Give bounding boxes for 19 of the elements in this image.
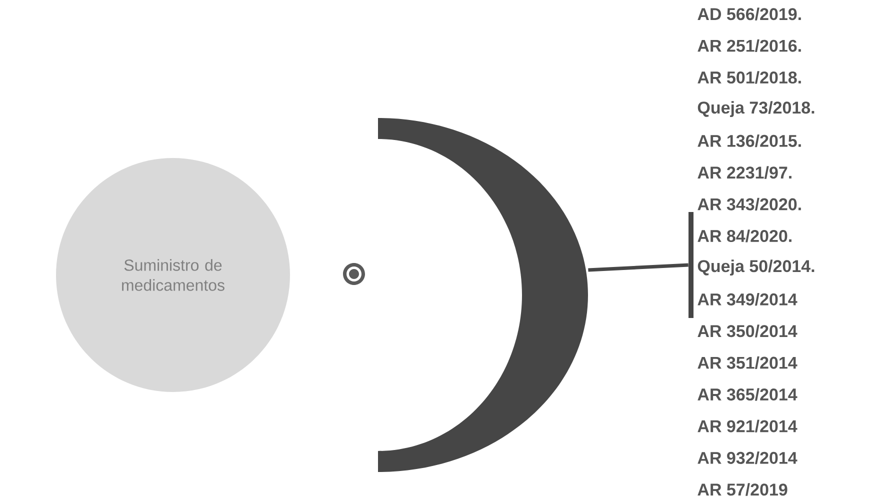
case-reference: AR 349/2014 xyxy=(698,292,798,306)
case-reference: AR 2231/97. xyxy=(698,166,792,179)
case-reference: AR 932/2014 xyxy=(698,451,798,464)
case-reference: AR 251/2016. xyxy=(698,39,801,52)
case-reference: Queja 50/2014. xyxy=(698,260,814,276)
arc-shape xyxy=(378,118,588,472)
case-reference: AR 350/2014 xyxy=(698,324,798,338)
case-reference: AR 921/2014 xyxy=(698,420,798,432)
case-reference: AR 84/2020. xyxy=(698,230,792,242)
case-reference: AR 351/2014 xyxy=(698,356,798,370)
bar xyxy=(688,212,694,318)
connector-line xyxy=(588,263,688,272)
case-reference: AR 365/2014 xyxy=(698,388,798,401)
case-reference: Queja 73/2018. xyxy=(698,101,814,118)
case-reference: AD 566/2019. xyxy=(698,8,801,20)
case-reference: AR 57/2019 xyxy=(698,483,788,496)
case-reference: AR 136/2015. xyxy=(698,134,801,148)
case-reference: AR 343/2020. xyxy=(698,198,801,211)
case-reference: AR 501/2018. xyxy=(698,71,801,84)
